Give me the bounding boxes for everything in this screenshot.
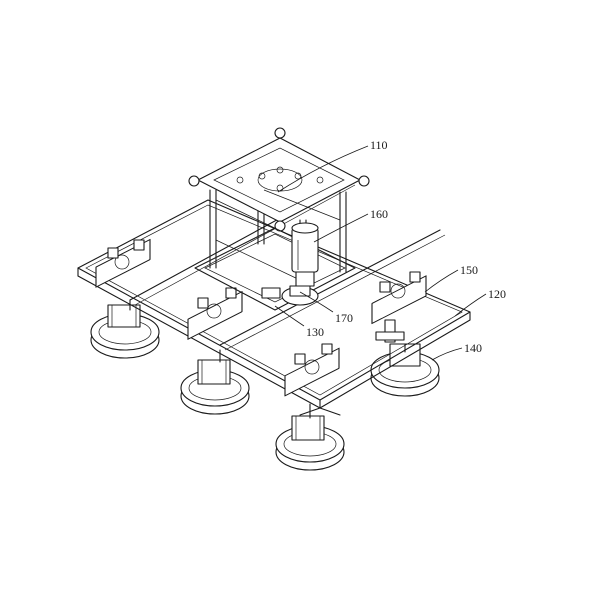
ref-label-160: 160 bbox=[370, 207, 388, 221]
ref-label-110: 110 bbox=[370, 138, 388, 152]
leader-lines bbox=[274, 145, 487, 361]
upper-mount-frame bbox=[188, 127, 370, 311]
slider-unit-right bbox=[371, 271, 427, 325]
ref-label-120: 120 bbox=[488, 287, 506, 301]
ref-label-140: 140 bbox=[464, 341, 482, 355]
ref-label-170: 170 bbox=[335, 311, 353, 325]
slider-unit-mid bbox=[187, 287, 243, 340]
suction-pad-front bbox=[275, 415, 345, 471]
center-hub bbox=[261, 285, 319, 306]
suction-pad-center-left bbox=[180, 359, 250, 415]
ref-label-130: 130 bbox=[306, 325, 324, 339]
suction-pad-left bbox=[90, 304, 160, 359]
slider-unit-left bbox=[95, 238, 151, 288]
ref-label-150: 150 bbox=[460, 263, 478, 277]
actuator-cylinder bbox=[291, 222, 319, 287]
slider-unit-front bbox=[284, 343, 340, 397]
